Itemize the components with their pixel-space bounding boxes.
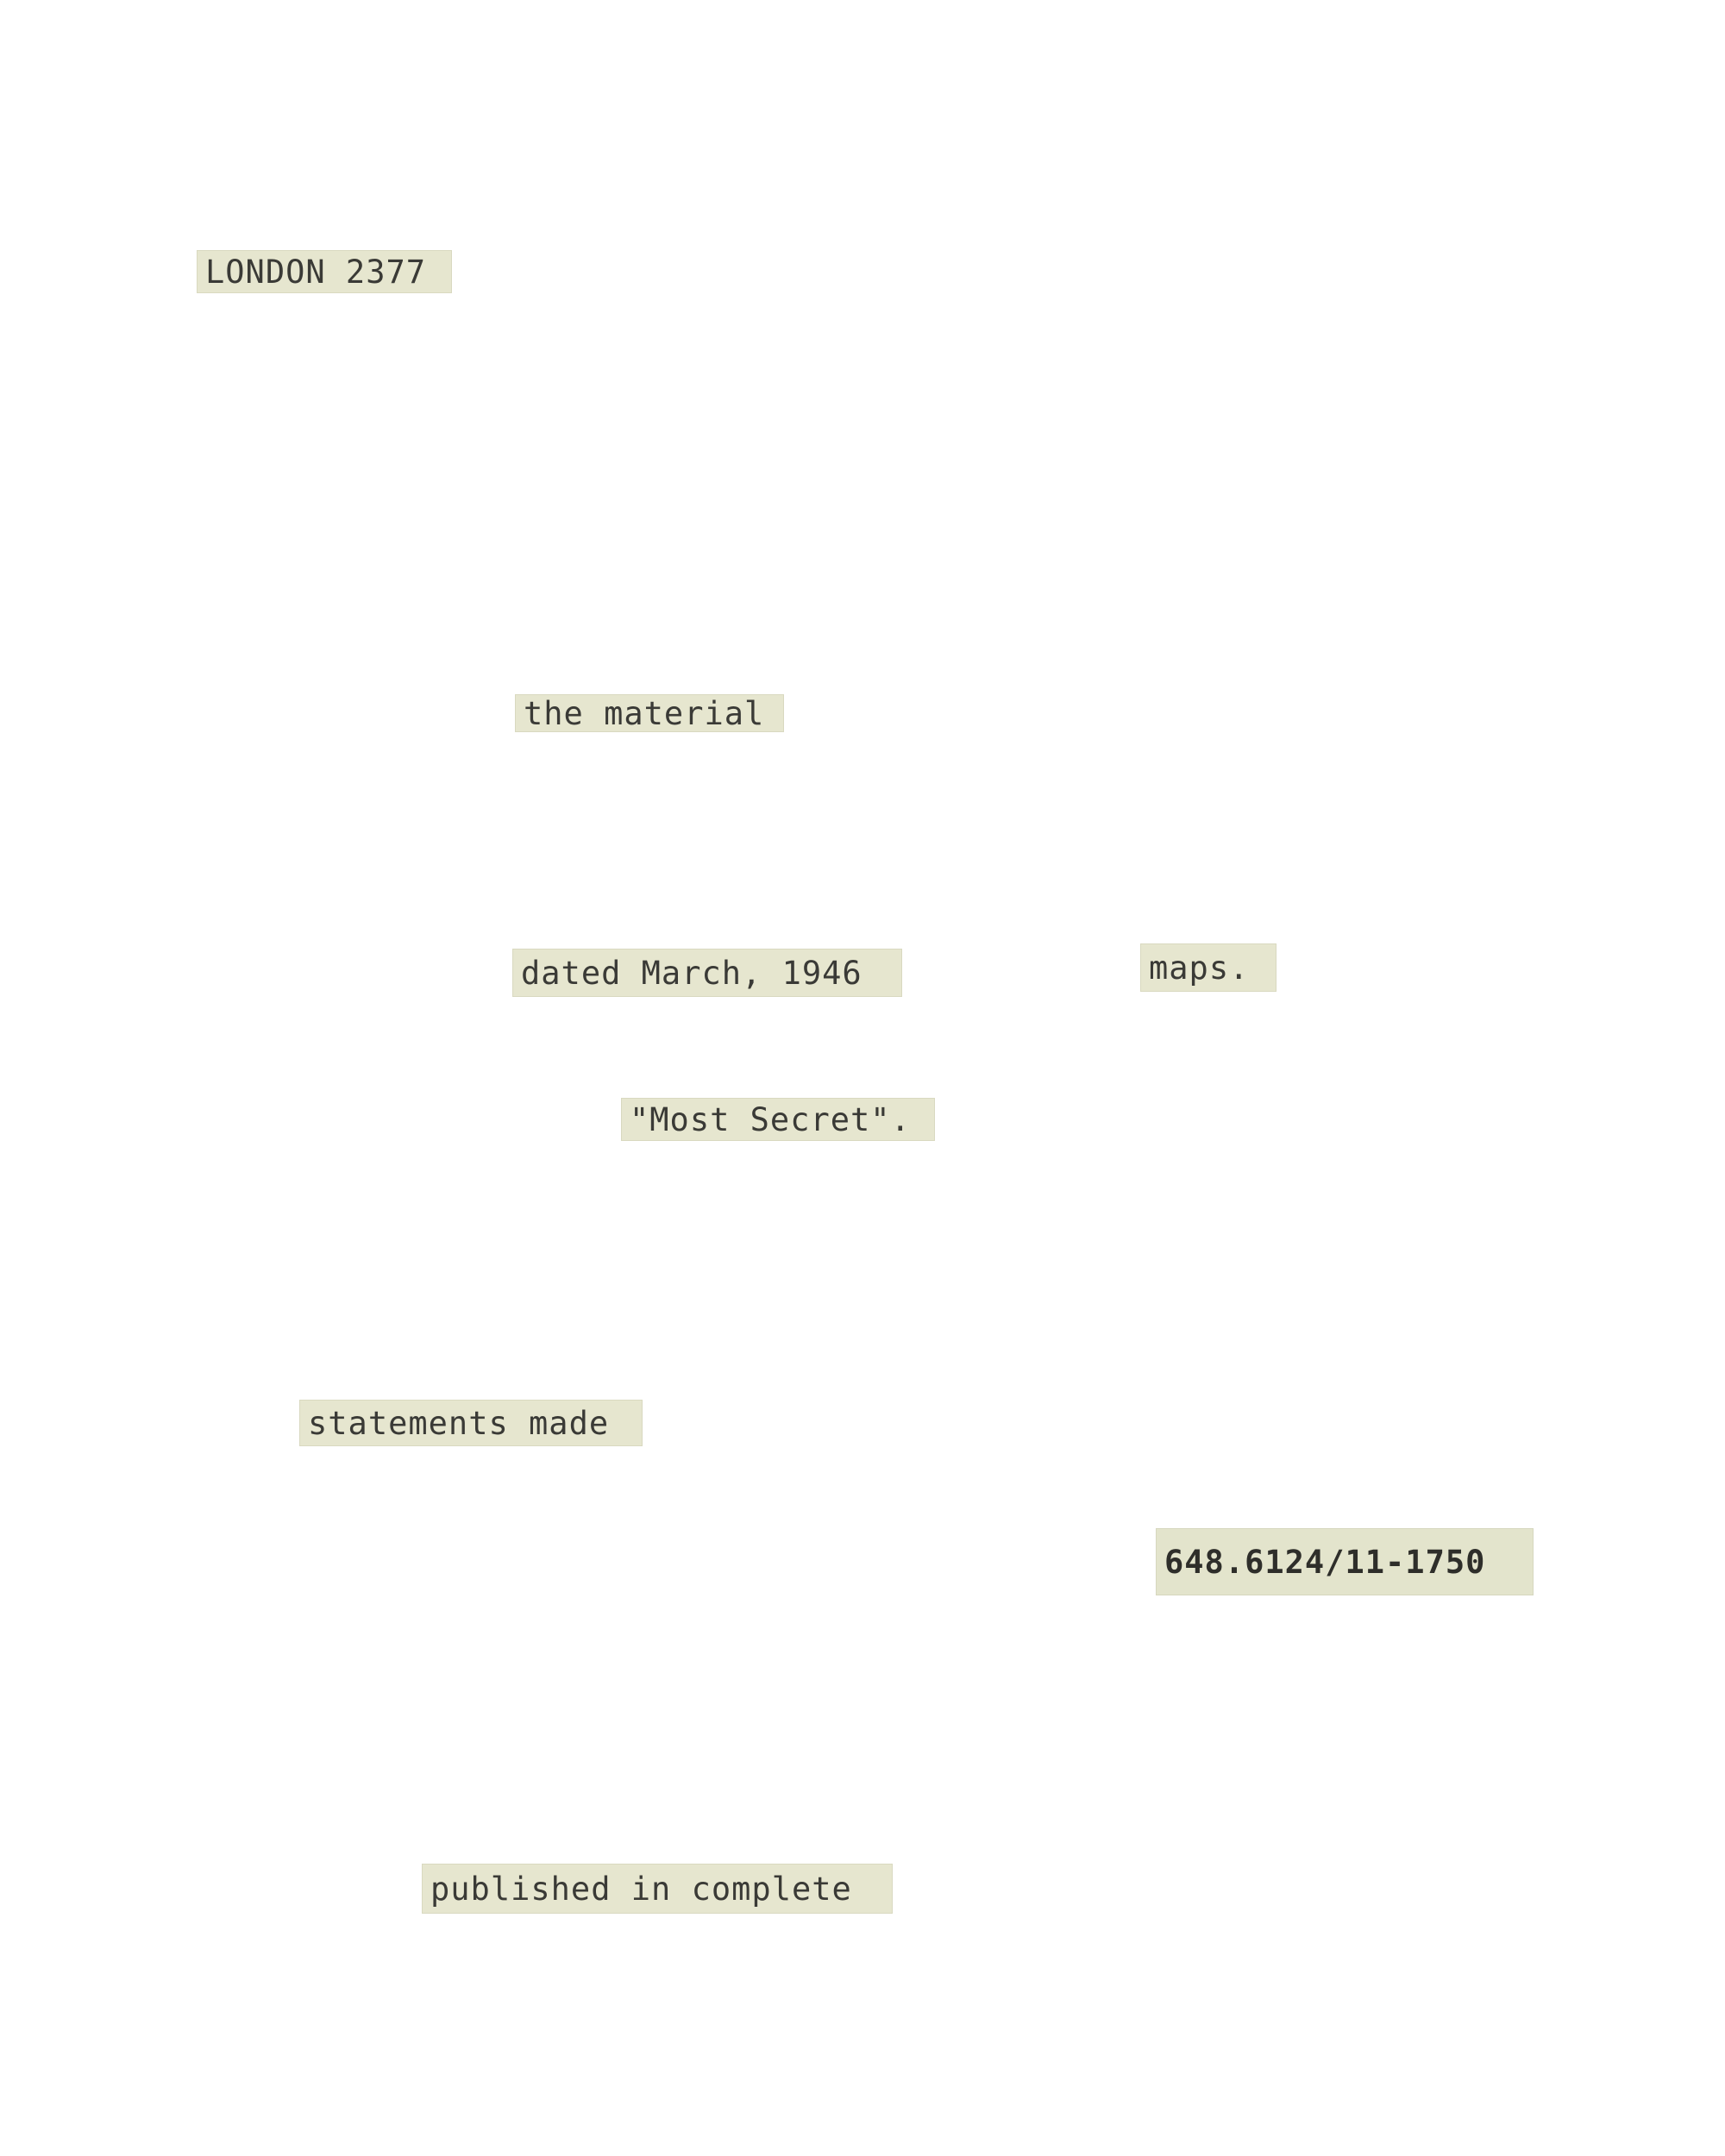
fragment-most-secret: "Most Secret". [621, 1098, 935, 1141]
fragment-maps: maps. [1140, 943, 1276, 992]
fragment-dated-march-1946: dated March, 1946 [512, 949, 902, 997]
fragment-the-material: the material [515, 694, 784, 732]
fragment-london-2377: LONDON 2377 [197, 250, 452, 293]
fragment-published-in-complete: published in complete [422, 1864, 893, 1914]
fragment-file-number: 648.6124/11-1750 [1156, 1528, 1534, 1595]
fragment-statements-made: statements made [299, 1400, 643, 1446]
